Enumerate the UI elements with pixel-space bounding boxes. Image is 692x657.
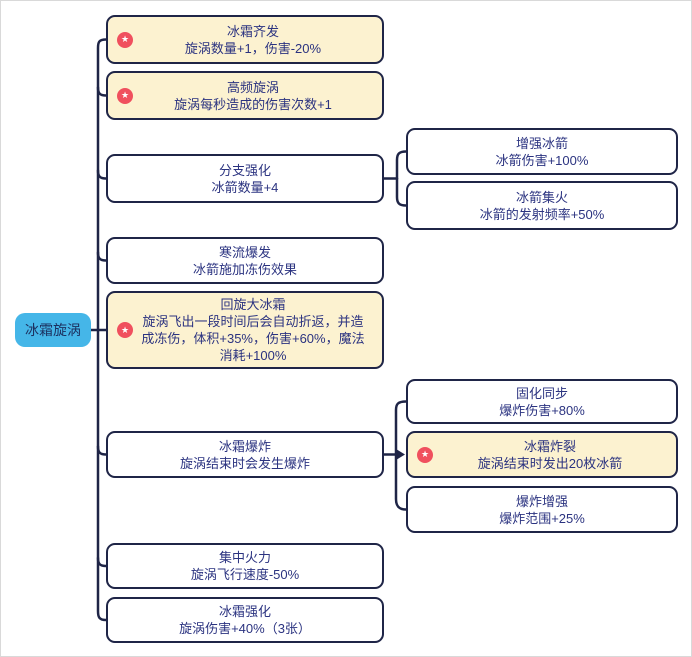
star-badge-icon: ★ [117, 87, 133, 104]
node-title: 增强冰箭 [515, 135, 568, 151]
node-desc: 旋涡飞出一段时间后会自动折返，并造成冻伤，体积+35%，伤害+60%，魔法消耗+… [141, 314, 365, 363]
node-desc: 旋涡每秒造成的伤害次数+1 [174, 96, 332, 112]
node-title: 回旋大冰霜 [220, 297, 286, 312]
node-branch-enhance[interactable]: 分支强化 冰箭数量+4 [106, 154, 384, 203]
node-title: 固化同步 [515, 385, 568, 401]
connector-stub [96, 169, 108, 180]
node-title: 冰霜炸裂 [523, 438, 576, 454]
root-node-frost-vortex[interactable]: 冰霜旋涡 [15, 313, 91, 347]
node-desc: 冰箭施加冻伤效果 [192, 261, 297, 277]
node-desc: 冰箭伤害+100% [495, 152, 589, 168]
connector-spine [96, 38, 108, 622]
node-title: 集中火力 [218, 550, 271, 565]
node-returning-great-frost[interactable]: ★ 回旋大冰霜 旋涡飞出一段时间后会自动折返，并造成冻伤，体积+35%，伤害+6… [106, 291, 384, 369]
star-badge-icon: ★ [117, 31, 133, 48]
node-desc: 旋涡结束时发出20枚冰箭 [477, 455, 623, 471]
node-desc: 爆炸伤害+80% [499, 402, 585, 418]
node-explosion-boost[interactable]: 爆炸增强 爆炸范围+25% [406, 486, 678, 533]
node-title: 冰箭集火 [515, 189, 568, 205]
connector-brace [394, 400, 408, 511]
node-title: 冰霜强化 [218, 604, 271, 619]
node-focus-fire[interactable]: 集中火力 旋涡飞行速度-50% [106, 543, 384, 589]
node-desc: 爆炸范围+25% [499, 510, 585, 526]
node-high-frequency-vortex[interactable]: ★ 高频旋涡 旋涡每秒造成的伤害次数+1 [106, 71, 384, 120]
star-badge-icon: ★ [117, 322, 133, 338]
node-desc: 冰箭数量+4 [211, 179, 279, 195]
node-title: 寒流爆发 [218, 244, 271, 260]
connector-stub [96, 556, 108, 568]
connector-brace [395, 150, 408, 207]
node-ice-arrow-focus[interactable]: 冰箭集火 冰箭的发射频率+50% [406, 181, 678, 230]
node-desc: 旋涡数量+1，伤害-20% [184, 40, 322, 56]
connector-stub [96, 445, 108, 456]
node-frost-shatter[interactable]: ★ 冰霜炸裂 旋涡结束时发出20枚冰箭 [406, 431, 678, 478]
node-frost-explosion[interactable]: 冰霜爆炸 旋涡结束时会发生爆炸 [106, 431, 384, 478]
connector-stub [96, 251, 108, 262]
node-title: 冰霜齐发 [226, 23, 279, 39]
node-desc: 冰箭的发射频率+50% [479, 206, 605, 222]
node-frost-enhance[interactable]: 冰霜强化 旋涡伤害+40%（3张） [106, 597, 384, 643]
node-desc: 旋涡飞行速度-50% [190, 567, 300, 582]
arrowhead-icon [396, 449, 405, 460]
node-title: 爆炸增强 [515, 493, 568, 509]
node-title: 高频旋涡 [226, 79, 279, 95]
node-solidify-sync[interactable]: 固化同步 爆炸伤害+80% [406, 379, 678, 424]
node-desc: 旋涡结束时会发生爆炸 [179, 455, 310, 471]
node-title: 分支强化 [218, 162, 271, 178]
node-title: 冰霜爆炸 [218, 438, 271, 454]
star-badge-icon: ★ [417, 446, 433, 463]
root-label: 冰霜旋涡 [25, 322, 81, 338]
node-enhanced-ice-arrow[interactable]: 增强冰箭 冰箭伤害+100% [406, 128, 678, 175]
node-frost-volley[interactable]: ★ 冰霜齐发 旋涡数量+1，伤害-20% [106, 15, 384, 64]
node-desc: 旋涡伤害+40%（3张） [179, 621, 311, 636]
connector-stub [96, 86, 108, 97]
node-cold-stream-burst[interactable]: 寒流爆发 冰箭施加冻伤效果 [106, 237, 384, 284]
